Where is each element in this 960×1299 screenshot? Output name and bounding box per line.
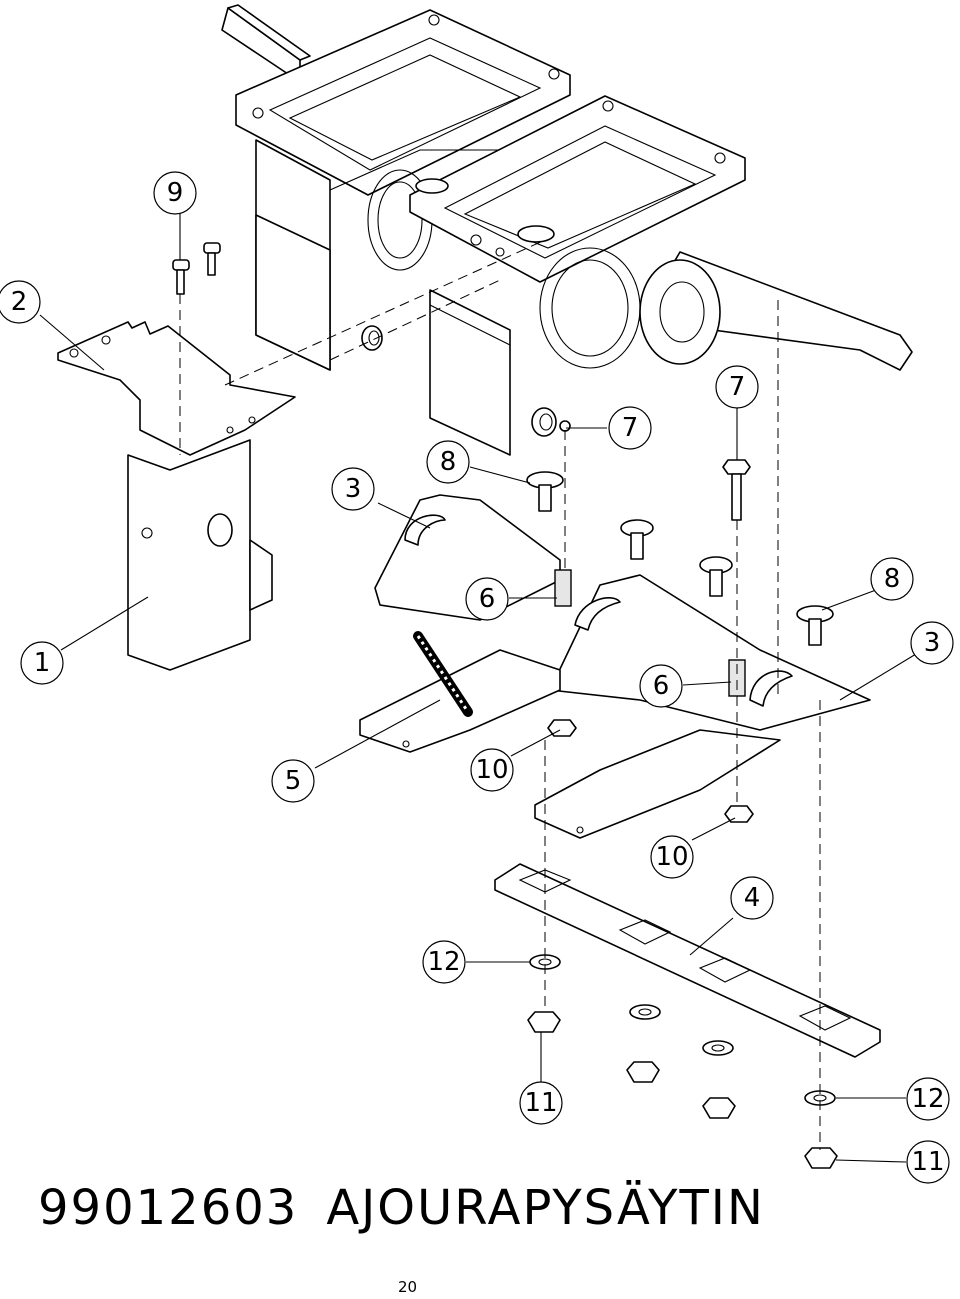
- bolt-7: [559, 420, 751, 521]
- callout-label: 8: [884, 564, 901, 594]
- strip-4: [494, 863, 881, 1058]
- callout-12-left: 12: [422, 940, 466, 984]
- bracket-plate-2: [57, 321, 296, 456]
- callout-5: 5: [271, 759, 315, 803]
- callout-3-left: 3: [331, 467, 375, 511]
- part-number: 99012603: [38, 1180, 299, 1236]
- bolt-9: [172, 242, 221, 295]
- callout-7-mid: 7: [608, 406, 652, 450]
- brake-lever-3-left: [374, 494, 561, 621]
- callout-label: 7: [729, 372, 746, 402]
- page-number: 20: [398, 1278, 418, 1296]
- callout-7-top: 7: [715, 365, 759, 409]
- callout-label: 5: [285, 766, 302, 796]
- callout-6-left: 6: [465, 577, 509, 621]
- callout-label: 3: [924, 628, 941, 658]
- leader-lines: [39, 213, 917, 1163]
- callout-label: 3: [345, 474, 362, 504]
- callout-label: 9: [167, 178, 184, 208]
- callout-2: 2: [0, 280, 41, 324]
- callout-label: 12: [911, 1084, 944, 1114]
- callout-6-right: 6: [639, 664, 683, 708]
- callout-label: 8: [440, 447, 457, 477]
- callout-label: 11: [911, 1147, 944, 1177]
- callout-3-right: 3: [910, 621, 954, 665]
- gearbox-housing: [221, 4, 913, 456]
- assembly-centerlines: [179, 239, 821, 1150]
- callout-10-right: 10: [650, 835, 694, 879]
- part-name: AJOURAPYSÄYTIN: [326, 1180, 765, 1236]
- washer-12: [529, 954, 836, 1106]
- tension-spring-5: [413, 631, 473, 717]
- pivot-pin-8: [526, 471, 834, 646]
- callout-label: 4: [744, 883, 761, 913]
- callout-label: 1: [34, 648, 51, 678]
- callout-10-left: 10: [470, 748, 514, 792]
- nut-11: [527, 1011, 838, 1169]
- mounting-plate-1: [127, 439, 273, 671]
- callout-9: 9: [153, 171, 197, 215]
- callout-label: 12: [427, 947, 460, 977]
- document-title: 99012603 AJOURAPYSÄYTIN: [38, 1180, 765, 1236]
- callout-8-left: 8: [426, 440, 470, 484]
- callout-label: 10: [475, 755, 508, 785]
- callout-label: 6: [479, 584, 496, 614]
- callout-label: 7: [622, 413, 639, 443]
- callout-8-right: 8: [870, 557, 914, 601]
- base-plate-right: [534, 729, 781, 839]
- nut-10: [547, 719, 754, 823]
- callout-12-right: 12: [906, 1077, 950, 1121]
- callout-label: 10: [655, 842, 688, 872]
- brake-lever-3-right: [549, 574, 871, 731]
- callout-4: 4: [730, 876, 774, 920]
- callout-label: 2: [11, 287, 28, 317]
- callout-label: 11: [524, 1088, 557, 1118]
- callout-label: 6: [653, 671, 670, 701]
- callout-1: 1: [20, 641, 64, 685]
- callout-11-left: 11: [519, 1081, 563, 1125]
- callout-11-right: 11: [906, 1140, 950, 1184]
